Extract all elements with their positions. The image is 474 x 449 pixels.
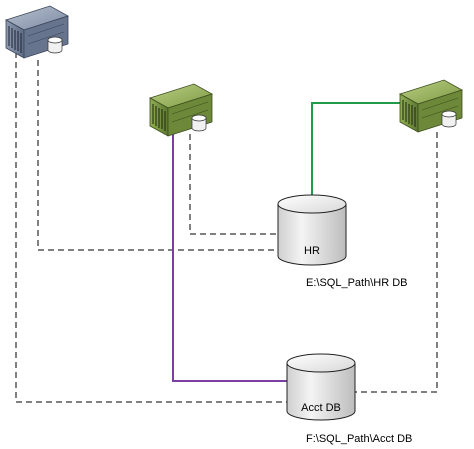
link-server-3-acct xyxy=(354,132,438,393)
database-label: HR xyxy=(304,245,320,257)
database-acct[interactable]: Acct DB xyxy=(286,353,356,421)
link-server-2-hr xyxy=(189,134,278,235)
server-icon[interactable] xyxy=(5,5,69,59)
link-server-2-acct xyxy=(172,132,290,382)
database-path-label: E:\SQL_Path\HR DB xyxy=(306,277,408,289)
database-hr[interactable]: HR xyxy=(277,194,347,266)
connections xyxy=(15,52,438,403)
link-server-1-hr xyxy=(37,60,278,251)
server-icon[interactable] xyxy=(149,83,213,137)
database-label: Acct DB xyxy=(301,402,341,414)
server-icon[interactable] xyxy=(399,79,463,133)
link-server-3-hr xyxy=(311,102,408,198)
link-server-1-acct xyxy=(15,52,290,403)
database-path-label: F:\SQL_Path\Acct DB xyxy=(306,433,413,445)
